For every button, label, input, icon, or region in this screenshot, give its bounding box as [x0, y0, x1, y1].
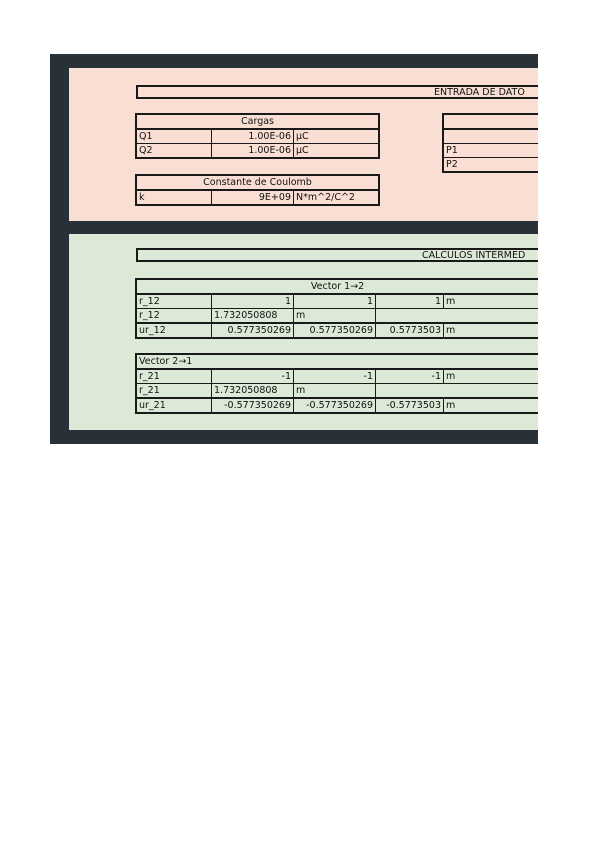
unit-vector-x-cell[interactable]: -0.577350269 — [211, 397, 294, 413]
input-section: ENTRADA DE DATO Cargas Q1 1.00E-06 μC Q2… — [69, 68, 538, 221]
cargas-table: Cargas Q1 1.00E-06 μC Q2 1.00E-06 μC — [134, 113, 381, 159]
input-title-bar: ENTRADA DE DATO — [136, 85, 538, 99]
spreadsheet-sheet: ENTRADA DE DATO Cargas Q1 1.00E-06 μC Q2… — [50, 54, 538, 444]
vector-z-cell[interactable]: 1 — [375, 293, 444, 309]
magnitude-value-cell[interactable]: 1.732050808 — [211, 383, 294, 399]
coulomb-label-cell[interactable]: k — [136, 189, 212, 205]
table-row: k 9E+09 N*m^2/C^2 — [136, 189, 379, 205]
cargas-unit-cell[interactable]: μC — [292, 143, 380, 158]
unit-vector-label-cell[interactable]: ur_21 — [136, 397, 212, 413]
magnitude-unit-cell[interactable]: m — [293, 383, 376, 399]
table-row: ur_12 0.577350269 0.577350269 0.5773503 … — [136, 322, 538, 338]
empty-cell — [376, 384, 539, 399]
cargas-header[interactable]: Cargas — [135, 114, 380, 130]
points-blank-cell[interactable] — [443, 128, 538, 144]
vector-x-cell[interactable]: -1 — [211, 368, 294, 384]
vector-x-cell[interactable]: 1 — [211, 293, 294, 309]
vector-unit-cell[interactable]: m — [442, 293, 538, 309]
table-row: r_12 1.732050808 m — [136, 308, 539, 324]
vector-21-table: Vector 2→1 r_21 -1 -1 -1 m r_21 1.732050… — [134, 353, 539, 414]
empty-cell — [376, 309, 539, 324]
vector-12-table: Vector 1→2 r_12 1 1 1 m r_12 1.732050808… — [134, 278, 539, 339]
coulomb-header[interactable]: Constante de Coulomb — [136, 175, 379, 191]
table-row: r_21 -1 -1 -1 m — [136, 368, 538, 384]
vector-y-cell[interactable]: 1 — [293, 293, 376, 309]
points-header-cell[interactable] — [443, 114, 538, 130]
vector-label-cell[interactable]: r_12 — [136, 293, 212, 309]
unit-vector-y-cell[interactable]: 0.577350269 — [293, 322, 376, 338]
unit-vector-z-cell[interactable]: 0.5773503 — [375, 322, 444, 338]
vector-z-cell[interactable]: -1 — [375, 368, 444, 384]
calc-title-bar: CÁLCULOS INTERMED — [136, 248, 538, 262]
unit-vector-label-cell[interactable]: ur_12 — [136, 322, 212, 338]
point-label-cell[interactable]: P2 — [443, 157, 538, 172]
vector-label-cell[interactable]: r_21 — [136, 368, 212, 384]
magnitude-value-cell[interactable]: 1.732050808 — [211, 308, 294, 324]
magnitude-label-cell[interactable]: r_12 — [136, 308, 212, 324]
cargas-unit-cell[interactable]: μC — [292, 128, 380, 144]
vector-12-header[interactable]: Vector 1→2 — [135, 279, 538, 295]
calculations-section: CÁLCULOS INTERMED Vector 1→2 r_12 1 1 1 … — [69, 234, 538, 430]
point-label-cell[interactable]: P1 — [443, 143, 538, 158]
vector-21-header[interactable]: Vector 2→1 — [135, 354, 538, 370]
input-title: ENTRADA DE DATO — [434, 87, 525, 98]
coulomb-table: Constante de Coulomb k 9E+09 N*m^2/C^2 — [135, 174, 380, 206]
calc-title: CÁLCULOS INTERMED — [422, 250, 526, 261]
vector-y-cell[interactable]: -1 — [293, 368, 376, 384]
cargas-value-cell[interactable]: 1.00E-06 — [211, 128, 294, 144]
unit-vector-unit-cell[interactable]: m — [442, 397, 538, 413]
magnitude-label-cell[interactable]: r_21 — [136, 383, 212, 399]
magnitude-unit-cell[interactable]: m — [293, 308, 376, 324]
cargas-value-cell[interactable]: 1.00E-06 — [211, 143, 294, 158]
unit-vector-y-cell[interactable]: -0.577350269 — [293, 397, 376, 413]
vector-unit-cell[interactable]: m — [442, 368, 538, 384]
table-row: Q2 1.00E-06 μC — [136, 143, 380, 158]
points-table: P1 P2 — [442, 113, 538, 173]
table-row: ur_21 -0.577350269 -0.577350269 -0.57735… — [136, 397, 538, 413]
table-row: Q1 1.00E-06 μC — [136, 128, 380, 144]
unit-vector-z-cell[interactable]: -0.5773503 — [375, 397, 444, 413]
coulomb-value-cell[interactable]: 9E+09 — [211, 189, 294, 205]
unit-vector-unit-cell[interactable]: m — [442, 322, 538, 338]
table-row: r_12 1 1 1 m — [136, 293, 538, 309]
cargas-label-cell[interactable]: Q2 — [136, 143, 212, 158]
unit-vector-x-cell[interactable]: 0.577350269 — [211, 322, 294, 338]
coulomb-unit-cell[interactable]: N*m^2/C^2 — [293, 189, 379, 205]
table-row: r_21 1.732050808 m — [136, 383, 539, 399]
cargas-label-cell[interactable]: Q1 — [136, 128, 212, 144]
